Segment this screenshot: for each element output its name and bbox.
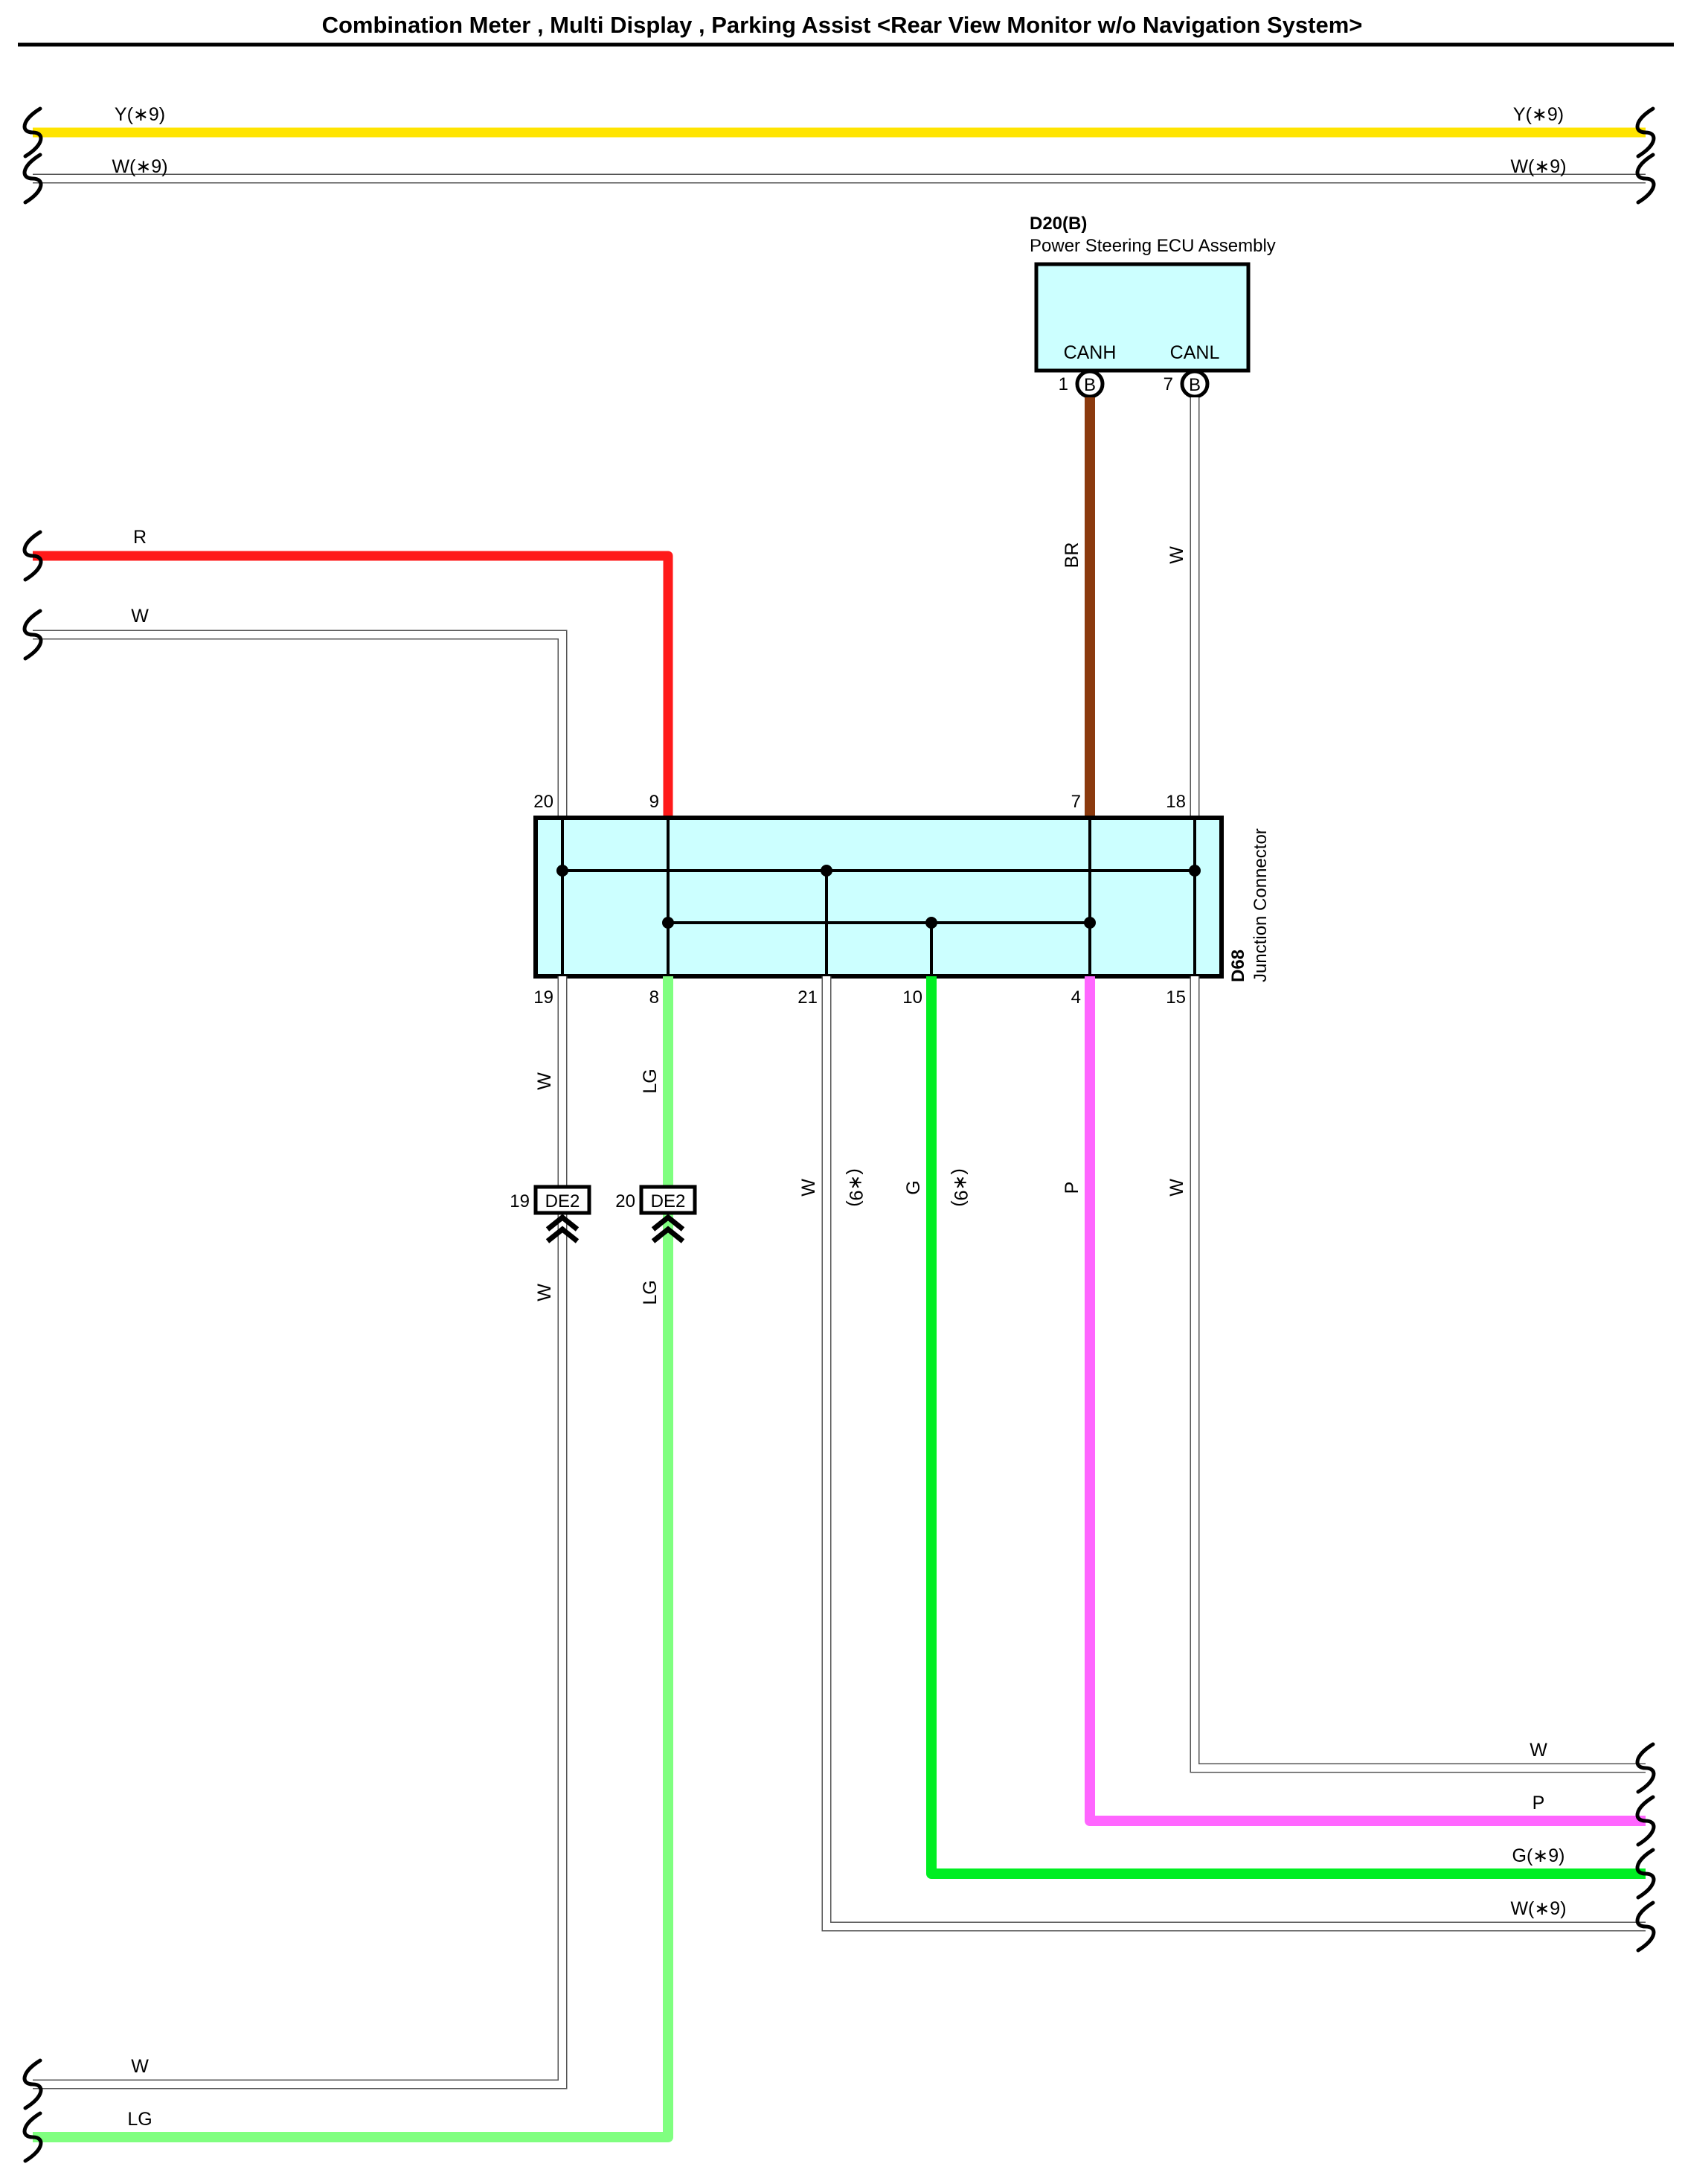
bus-w-label-left: W(∗9): [112, 156, 167, 177]
wire-w-pin15: [1190, 976, 1646, 1773]
junction-pin-top-18: 18: [1166, 792, 1186, 812]
wire-w-pin19: [33, 976, 568, 2089]
svg-text:DE2: DE2: [545, 1191, 580, 1211]
wire-w-ecu-label: W: [1166, 546, 1187, 564]
wire-pin21-label: W: [798, 1179, 819, 1197]
wire-pin8-label-lower: LG: [640, 1280, 661, 1304]
ecu-terminal-canl: CANL: [1170, 342, 1220, 363]
junction-pin-bottom-15: 15: [1166, 987, 1186, 1008]
junction-pin-top-20: 20: [533, 792, 553, 812]
ecu-terminal-canh: CANH: [1064, 342, 1117, 363]
ecu-pin-canh: B: [1075, 369, 1105, 399]
wire-r-label: R: [133, 527, 147, 548]
right-output-g-label: G(∗9): [1512, 1845, 1565, 1866]
junction-pin-bottom-19: 19: [533, 987, 553, 1008]
right-output-p-label: P: [1532, 1793, 1545, 1813]
junction-pin-bottom-4: 4: [1071, 987, 1081, 1008]
junction-nodes: [556, 865, 1201, 929]
junction-pin-top-9: 9: [649, 792, 659, 812]
inline-connector-de2-19-pin: 19: [510, 1191, 530, 1211]
wire-pin19-label-upper: W: [534, 1072, 555, 1090]
wire-lg-pin8: [33, 976, 673, 2142]
ecu-pin-canl-number: 7: [1164, 374, 1173, 394]
wire-w-left: [33, 630, 568, 817]
junction-pin-bottom-8: 8: [649, 987, 659, 1008]
ecu-name: Power Steering ECU Assembly: [1030, 236, 1276, 256]
inline-connector-de2-19: DE2: [533, 1185, 591, 1243]
junction-pin-bottom-21: 21: [797, 987, 818, 1008]
wire-w-left-label: W: [131, 606, 149, 627]
wire-br-label: BR: [1062, 542, 1082, 569]
junction-code: D68: [1228, 950, 1248, 982]
svg-text:B: B: [1084, 375, 1096, 395]
junction-box: [533, 816, 1224, 979]
right-output-w-label: W: [1530, 1740, 1547, 1761]
bottom-output-w-label: W: [131, 2056, 149, 2077]
wire-w-pin21: [821, 976, 1646, 1932]
junction-pin-bottom-10: 10: [902, 987, 922, 1008]
wire-g-pin10: [926, 976, 1646, 1879]
diagram-title: Combination Meter , Multi Display , Park…: [322, 12, 1363, 38]
junction-pin-top-7: 7: [1071, 792, 1081, 812]
wire-pin8-label-upper: LG: [640, 1069, 661, 1093]
inline-connector-de2-20-pin: 20: [615, 1191, 635, 1211]
wire-pin15-label: W: [1166, 1179, 1187, 1197]
ecu-box: [1034, 262, 1251, 373]
ecu-code: D20(B): [1030, 214, 1087, 234]
inline-connector-de2-20: DE2: [639, 1185, 697, 1243]
ecu-pin-canl: B: [1180, 369, 1210, 399]
wire-r-left: [33, 551, 673, 817]
junction-name: Junction Connector: [1251, 828, 1271, 982]
wire-pin19-label-lower: W: [534, 1284, 555, 1301]
wire-pin10-note: (∗9): [950, 1168, 971, 1207]
bottom-output-lg-label: LG: [127, 2109, 152, 2130]
wire-pin21-note: (∗9): [845, 1168, 866, 1207]
wire-break-symbols: [22, 106, 1656, 2163]
wire-pin4-label: P: [1062, 1182, 1082, 1194]
wire-p-pin4: [1085, 976, 1646, 1826]
bus-y-label-right: Y(∗9): [1513, 104, 1564, 125]
right-output-w9-label: W(∗9): [1510, 1898, 1566, 1919]
bus-y-label-left: Y(∗9): [115, 104, 165, 125]
ecu-pin-canh-number: 1: [1059, 374, 1068, 394]
wire-pin10-label: G: [903, 1180, 924, 1194]
svg-text:B: B: [1189, 375, 1201, 395]
bus-w-label-right: W(∗9): [1510, 156, 1566, 177]
svg-text:DE2: DE2: [651, 1191, 686, 1211]
junction-internal-bus: [561, 818, 1196, 976]
